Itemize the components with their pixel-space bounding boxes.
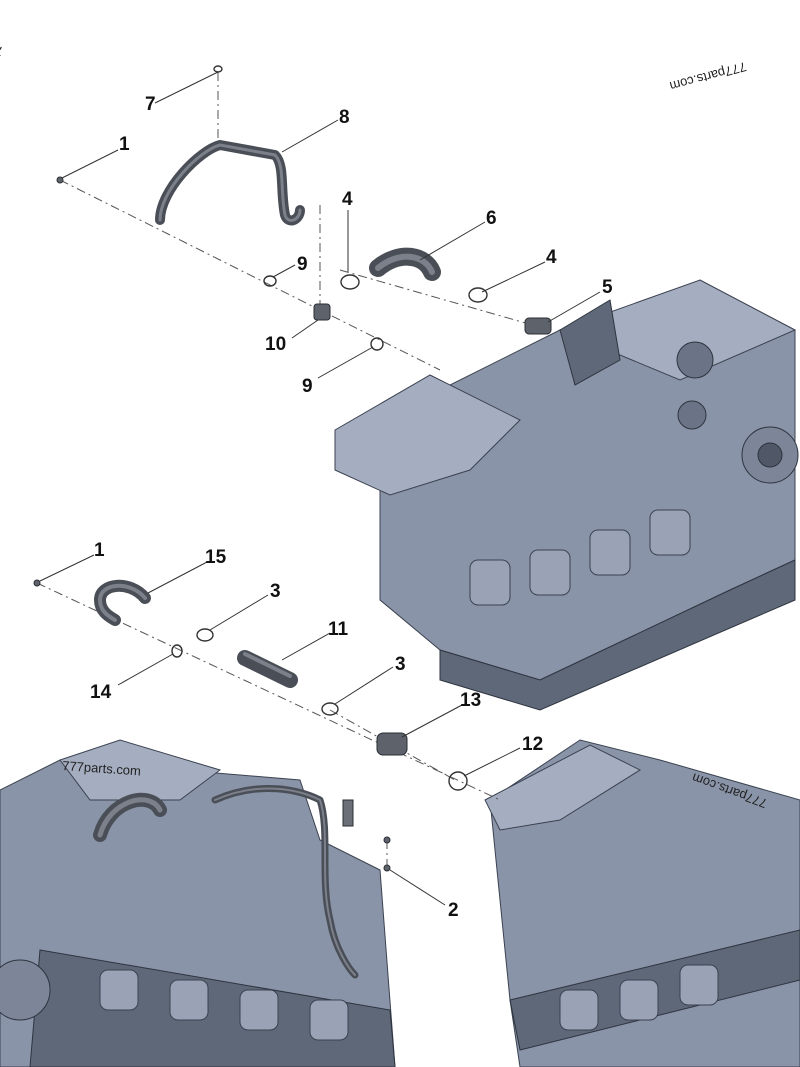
- callout-14: 14: [90, 682, 112, 703]
- callout-4-left: 4: [342, 189, 353, 210]
- bolt-2-upper: [383, 836, 391, 844]
- clamp-3-left: [196, 628, 214, 642]
- fitting-10: [313, 303, 331, 321]
- callout-8: 8: [339, 107, 350, 128]
- leader-lines: [39, 71, 601, 906]
- callout-9-lower: 9: [302, 376, 313, 397]
- callout-1-upper: 1: [119, 134, 130, 155]
- o-ring-9-upper: [263, 275, 277, 287]
- bolt-1-upper: [56, 176, 64, 184]
- clamp-4-left: [340, 274, 360, 290]
- o-ring-14: [171, 644, 183, 658]
- watermark-top-left: 777: [0, 38, 5, 60]
- callout-12: 12: [522, 734, 543, 755]
- callout-10: 10: [265, 334, 286, 355]
- pipe-8: [155, 140, 305, 226]
- callout-labels: 7 8 1 4 6 4 9 5 10 9 1 15 3 11 14 3 13 1…: [90, 94, 613, 921]
- callout-4-right: 4: [546, 247, 557, 268]
- bolt-1-lower: [33, 579, 41, 587]
- callout-11: 11: [328, 619, 349, 640]
- callout-9-upper: 9: [297, 254, 308, 275]
- o-ring-12: [448, 771, 468, 791]
- engine-block-upper: [334, 279, 799, 711]
- engine-block-lower-left: [0, 739, 396, 1067]
- upper-loose-parts: [56, 65, 552, 351]
- callout-7: 7: [145, 94, 156, 115]
- clamp-3-right: [321, 702, 339, 716]
- bolt-2-lower: [383, 864, 391, 872]
- callout-6: 6: [486, 208, 497, 229]
- engine-block-lower-right: [484, 739, 800, 1067]
- lower-loose-parts: [33, 579, 468, 872]
- callout-13: 13: [460, 690, 481, 711]
- plug-7: [213, 65, 223, 73]
- watermark-bottom-left: 777parts.com: [62, 758, 142, 778]
- callout-3-right: 3: [395, 654, 406, 675]
- tube-11: [237, 650, 298, 688]
- o-ring-9-lower: [370, 337, 384, 351]
- callout-3-left: 3: [270, 581, 281, 602]
- callout-2: 2: [448, 900, 459, 921]
- connector-5: [524, 317, 552, 335]
- watermark-top-right: 777parts.com: [668, 59, 748, 94]
- callout-1-lower: 1: [94, 540, 105, 561]
- callout-5: 5: [602, 277, 613, 298]
- clamp-4-right: [468, 287, 488, 303]
- adapter-13: [376, 732, 408, 756]
- callout-15: 15: [205, 547, 227, 568]
